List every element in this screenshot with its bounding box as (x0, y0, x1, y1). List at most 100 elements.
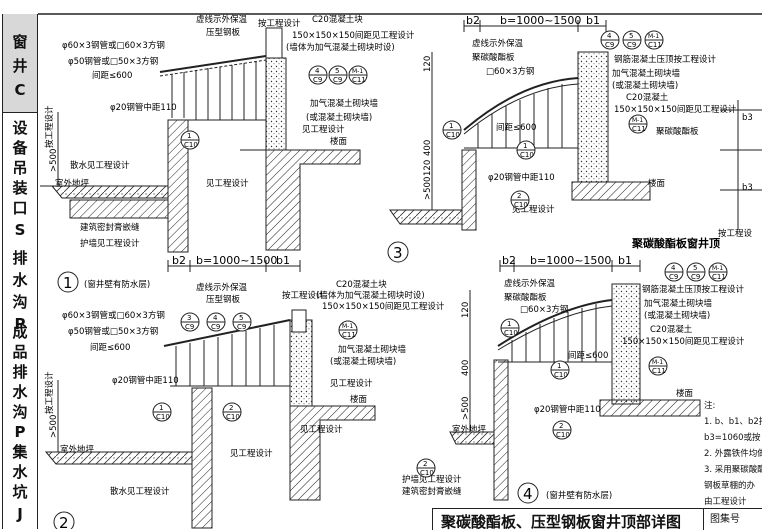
label: 按工程设计 (282, 290, 325, 301)
notes-line: b3=1060或按 (704, 433, 761, 443)
vdim: 按工程设计 (44, 371, 55, 414)
detail-number: 1 (63, 274, 73, 292)
svg-text:C9: C9 (669, 273, 678, 281)
svg-text:C9: C9 (211, 323, 220, 331)
label: (墙体为加气混凝土砌块时设) (316, 290, 425, 301)
dim-b1: b1 (276, 254, 290, 267)
svg-text:室外地坪: 室外地坪 (452, 424, 487, 435)
svg-text:>500: >500 (461, 397, 471, 420)
label: C20混凝土块 (312, 14, 363, 25)
svg-text:400: 400 (461, 360, 471, 376)
sidebar-char: 窗 (12, 33, 28, 51)
svg-text:120: 120 (423, 160, 433, 176)
svg-text:虚线示外保温: 虚线示外保温 (472, 38, 524, 49)
svg-text:C9: C9 (313, 76, 322, 84)
svg-text:C9: C9 (605, 41, 614, 49)
detail-number: 4 (523, 485, 533, 503)
svg-text:C10: C10 (514, 201, 528, 209)
detail-number: 3 (393, 244, 403, 262)
detail-number-circle (53, 511, 75, 529)
svg-text:φ20钢管中距110: φ20钢管中距110 (534, 404, 601, 415)
label: 间距≤600 (92, 71, 132, 81)
label: C20混凝土块 (336, 279, 387, 290)
notes-line: 钢板草棚的办 (704, 481, 756, 491)
label: φ60×3钢管或□60×3方钢 (62, 40, 165, 51)
svg-text:M-1: M-1 (632, 117, 643, 124)
sidebar-char: 备 (12, 139, 28, 157)
sidebar-char: P (14, 315, 26, 333)
svg-text:□60×3方钢: □60×3方钢 (486, 66, 534, 77)
svg-text:C10: C10 (420, 469, 434, 477)
svg-text:4: 4 (213, 314, 218, 322)
svg-text:5: 5 (629, 32, 633, 40)
label: φ50钢管或□50×3方钢 (68, 56, 158, 67)
notes-line: 2. 外露铁件均做 (704, 449, 762, 459)
svg-text:5: 5 (239, 314, 243, 322)
sidebar-char: J (17, 505, 23, 523)
label: 见工程设计 (206, 178, 249, 189)
svg-text:C9: C9 (691, 273, 700, 281)
svg-text:M-1: M-1 (712, 265, 723, 272)
label: 压型钢板 (206, 294, 241, 305)
svg-text:C10: C10 (226, 413, 240, 421)
svg-text:C9: C9 (627, 41, 636, 49)
label: 建筑密封膏嵌缝 (80, 222, 140, 233)
svg-text:400: 400 (423, 140, 433, 156)
label: 150×150×150间距见工程设计 (322, 301, 445, 312)
svg-text:C11: C11 (632, 125, 646, 133)
svg-text:3: 3 (187, 314, 191, 322)
svg-text:C11: C11 (652, 367, 666, 375)
svg-text:建筑密封膏嵌缝: 建筑密封膏嵌缝 (402, 486, 462, 497)
steel-sheet (159, 55, 267, 73)
label: 按工程设计 (258, 18, 301, 29)
detail-3: b2 b=1000~1500 b1 120 400 120 >500 3 虚线示… (387, 14, 762, 263)
svg-text:加气混凝土砌块墙: 加气混凝土砌块墙 (644, 298, 713, 309)
sidebar-char: 装 (12, 179, 28, 197)
notes-line: 1. b、b1、b2按 (704, 417, 762, 427)
sidebar-char: 品 (12, 343, 28, 361)
detail-2: >500 按工程设计 2 φ60×3钢管或□60×3方钢 φ50钢管或□50×3… (44, 279, 445, 529)
svg-text:钢筋混凝土压顶按工程设计: 钢筋混凝土压顶按工程设计 (614, 54, 717, 65)
label: (或混凝土砌块墙) (306, 112, 372, 123)
label: φ20钢管中距110 (110, 102, 177, 113)
dim-b2: b2 (502, 254, 516, 267)
svg-text:φ20钢管中距110: φ20钢管中距110 (488, 172, 555, 183)
svg-text:M-1: M-1 (652, 359, 663, 366)
sidebar-char: 排 (12, 249, 28, 267)
sidebar-active-section[interactable]: 窗 井 C (3, 14, 37, 113)
svg-text:C10: C10 (520, 151, 534, 159)
label: 压型钢板 (206, 27, 241, 38)
vdim: >500 (49, 149, 59, 172)
label: 见工程设计 (300, 424, 343, 435)
floor-slab (240, 149, 361, 251)
sidebar-char: 排 (12, 363, 28, 381)
sidebar-char: 水 (12, 271, 28, 289)
detail-number-circle (387, 241, 409, 263)
svg-text:1: 1 (449, 122, 453, 130)
svg-text:C10: C10 (446, 131, 460, 139)
svg-text:聚碳酸酯板: 聚碳酸酯板 (504, 292, 547, 303)
dim-b2: b2 (466, 14, 480, 27)
svg-text:护墙见工程设计: 护墙见工程设计 (402, 474, 462, 485)
bars (168, 61, 266, 121)
label: φ60×3钢管或□60×3方钢 (62, 310, 165, 321)
svg-text:C9: C9 (185, 323, 194, 331)
label: 虚线示外保温 (196, 14, 248, 25)
atlas-number-label: 图集号 (703, 509, 762, 530)
svg-text:M-1: M-1 (648, 33, 659, 40)
label: (或混凝土砌块墙) (330, 356, 396, 367)
sidebar-char: 吊 (12, 159, 28, 177)
label: 室外地坪 (55, 178, 90, 189)
sidebar-char: 井 (12, 57, 28, 75)
sidebar-char: 水 (12, 383, 28, 401)
notes-heading: 注: (704, 401, 716, 411)
svg-text:C10: C10 (554, 371, 568, 379)
vdim: >500 (49, 415, 59, 438)
svg-text:聚碳酸酯板: 聚碳酸酯板 (656, 126, 699, 137)
title-block: 聚碳酸酯板、压型钢板窗井顶部详图 图集号 (432, 508, 762, 531)
svg-text:1: 1 (523, 142, 527, 150)
svg-text:楼面: 楼面 (648, 178, 666, 189)
